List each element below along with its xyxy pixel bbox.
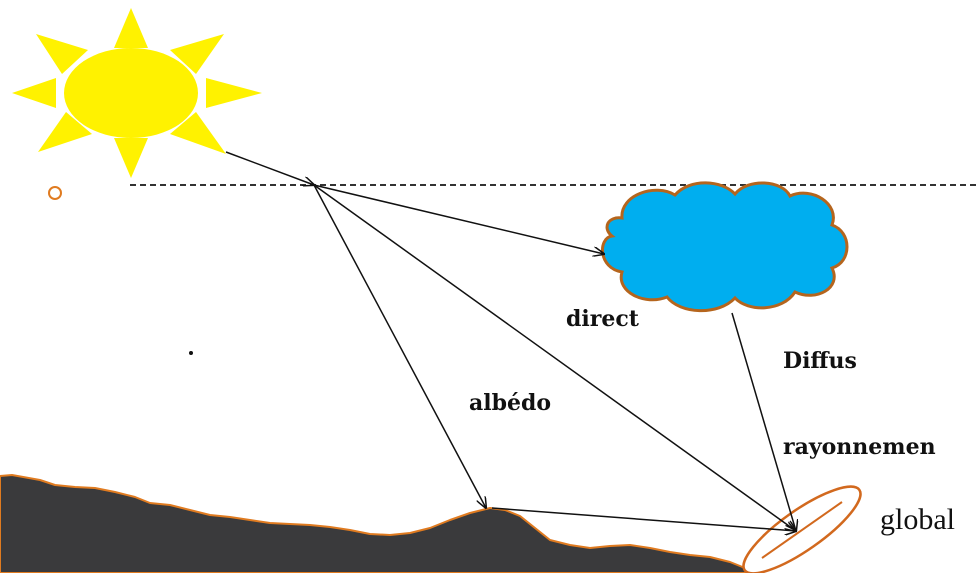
small-dot	[189, 351, 193, 355]
label-diffus: Diffus	[783, 348, 857, 374]
label-rayonnement: rayonnemen	[783, 434, 936, 460]
sun-icon	[12, 8, 262, 178]
ground-terrain	[0, 474, 753, 573]
incoming-sun-arrow	[225, 151, 314, 185]
direct-beam-arrow	[313, 184, 796, 531]
diffuse-arrow	[731, 312, 796, 531]
label-direct: direct	[566, 306, 639, 332]
arrow-to-cloud	[313, 184, 604, 254]
arrow-to-ground	[313, 184, 486, 508]
small-orange-circle	[48, 186, 62, 200]
label-global: global	[880, 503, 955, 536]
cloud-icon	[601, 181, 849, 313]
label-albedo: albédo	[469, 390, 552, 416]
solar-panel-icon	[742, 485, 862, 573]
albedo-reflection-arrow	[491, 507, 796, 531]
